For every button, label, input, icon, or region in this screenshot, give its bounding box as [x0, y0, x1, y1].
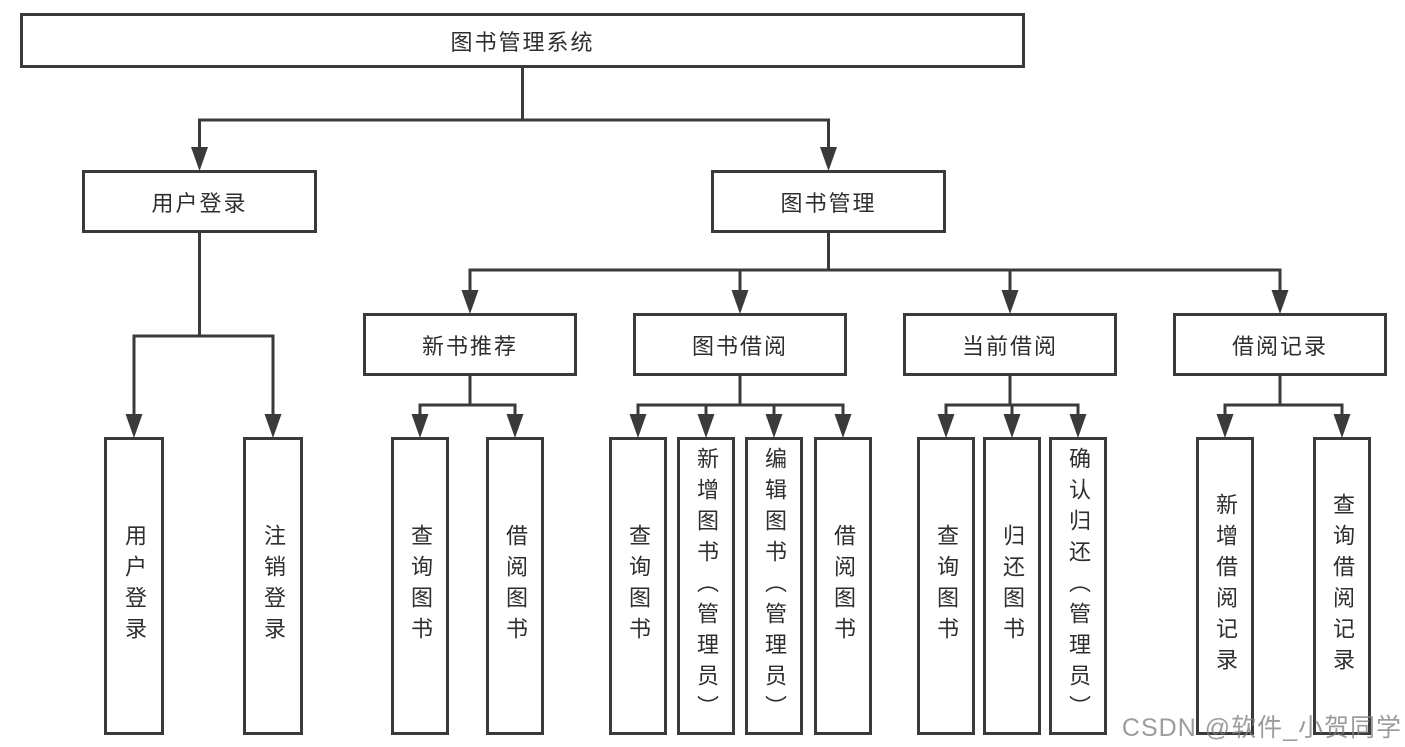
node-new-book-recommendation: 新书推荐: [363, 313, 577, 376]
node-current-borrowing: 当前借阅: [903, 313, 1117, 376]
leaf-edit-book-admin: 编辑图书（管理员）: [745, 437, 803, 735]
watermark: CSDN @软件_小贺同学: [1121, 714, 1402, 742]
leaf-add-borrow-record: 新增借阅记录: [1196, 437, 1254, 735]
node-borrowing-records: 借阅记录: [1173, 313, 1387, 376]
leaf-user-login: 用户登录: [104, 437, 164, 735]
leaf-confirm-return-admin: 确认归还（管理员）: [1049, 437, 1107, 735]
leaf-logout: 注销登录: [243, 437, 303, 735]
leaf-query-books-borrowing: 查询图书: [609, 437, 667, 735]
leaf-return-books: 归还图书: [983, 437, 1041, 735]
leaf-query-books-current: 查询图书: [917, 437, 975, 735]
leaf-borrow-books-borrowing: 借阅图书: [814, 437, 872, 735]
node-book-management: 图书管理: [711, 170, 946, 233]
leaf-add-book-admin: 新增图书（管理员）: [677, 437, 735, 735]
leaf-borrow-books-recommend: 借阅图书: [486, 437, 544, 735]
leaf-query-books-recommend: 查询图书: [391, 437, 449, 735]
node-library-management-system: 图书管理系统: [20, 13, 1025, 68]
node-book-borrowing: 图书借阅: [633, 313, 847, 376]
leaf-query-borrow-record: 查询借阅记录: [1313, 437, 1371, 735]
node-user-login: 用户登录: [82, 170, 317, 233]
